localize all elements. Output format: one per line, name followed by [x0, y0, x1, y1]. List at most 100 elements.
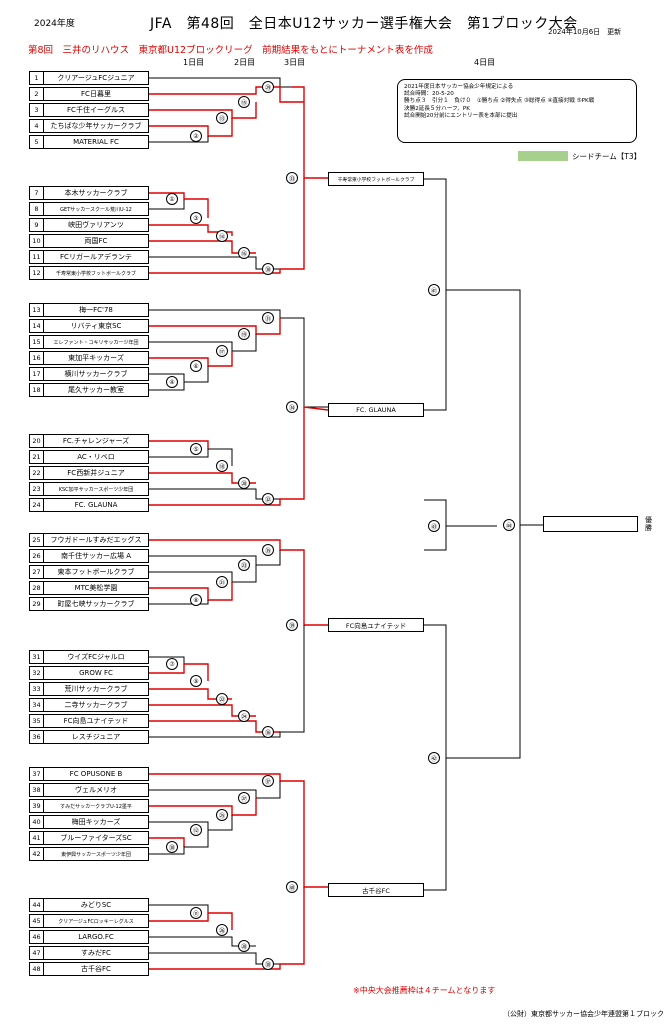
bracket-line [149, 663, 209, 681]
bracket-line [149, 192, 185, 199]
team-number: 16 [30, 352, 44, 364]
team-name: GETサッカースクール荒川U-12 [60, 206, 132, 213]
team-number: 27 [30, 566, 44, 578]
match-number: ㊳ [262, 958, 274, 970]
match-number: ⑨ [190, 675, 202, 687]
match-number: ㊵ [286, 881, 298, 893]
match-number: ㉗ [238, 792, 250, 804]
match-number: ㉔ [238, 710, 250, 722]
rules-line: 決勝2延長５分ハーフ、PK [404, 105, 470, 112]
bracket-line [149, 224, 233, 236]
team-name: 梅田キッカーズ [71, 818, 121, 826]
bracket-line [149, 600, 209, 605]
team-name: FCリガールアデランテ [60, 253, 132, 261]
bracket-line [149, 837, 185, 847]
team-number: 21 [30, 451, 44, 463]
team-number: 29 [30, 598, 44, 610]
team-name: 本木サッカークラブ [64, 189, 128, 197]
team-number: 25 [30, 534, 44, 546]
team-number: 12 [30, 267, 44, 279]
team-name: MATERIAL FC [73, 138, 119, 146]
bracket-line [149, 86, 304, 103]
team-number: 9 [30, 219, 44, 231]
team-name: たちばな少年サッカークラブ [50, 122, 142, 130]
team-number: 41 [30, 832, 44, 844]
match-number: ⑰ [216, 345, 228, 357]
team-number: 48 [30, 963, 44, 975]
team-number: 8 [30, 203, 44, 215]
team-number: 31 [30, 651, 44, 663]
team-name: 両国FC [84, 237, 108, 245]
bracket-line [424, 499, 464, 527]
team-name: みどりSC [80, 901, 112, 909]
team-number: 10 [30, 235, 44, 247]
team-number: 36 [30, 731, 44, 743]
team-name: すみだサッカークラブU-12墨平 [60, 803, 132, 810]
seed-legend-label: シードチーム【T3】 [572, 152, 642, 161]
team-name: FC西新井ジュニア [67, 469, 125, 477]
qualifier-box: 千寿常東小学校フットボールクラブ [328, 172, 424, 186]
team-number: 34 [30, 699, 44, 711]
day2-header: 2日目 [234, 58, 256, 67]
team-name: 尾久サッカー教室 [68, 386, 124, 394]
match-number: ⑧ [190, 594, 202, 606]
team-name: FC. GLAUNA [74, 501, 118, 509]
bracket-line [149, 178, 305, 274]
match-number: ㉝ [286, 172, 298, 184]
page-subtitle: 第8回 三井のリハウス 東京都U12ブロックリーグ 前期結果をもとにトーナメント… [28, 45, 433, 56]
match-number: ⑤ [190, 443, 202, 455]
match-number: ㉟ [262, 544, 274, 556]
bracket-line [149, 952, 280, 965]
team-number: 1 [30, 72, 44, 84]
match-number: ⑯ [238, 247, 250, 259]
match-number: ㊲ [262, 775, 274, 787]
match-number: ㉕ [216, 809, 228, 821]
team-number: 3 [30, 104, 44, 116]
team-number: 20 [30, 435, 44, 447]
match-number: ㉞ [286, 401, 298, 413]
team-name: レスチジュニア [71, 733, 121, 741]
team-number: 13 [30, 304, 44, 316]
bracket-line [149, 887, 305, 970]
team-name: 南千住サッカー広場 A [60, 552, 131, 560]
team-row: 8 GETサッカースクール荒川U-12 [29, 202, 149, 216]
match-number: ㉚ [166, 841, 178, 853]
match-number: ㊸ [428, 520, 440, 532]
match-number: ⑮ [238, 96, 250, 108]
updated-date: 2024年10月6日 更新 [548, 28, 622, 36]
match-number: ㉘ [238, 940, 250, 952]
bracket-line [464, 525, 521, 759]
seed-legend-swatch [518, 151, 568, 161]
day4-header: 4日目 [474, 58, 496, 67]
bracket-line [424, 290, 447, 411]
bracket-line [149, 136, 209, 143]
rules-line: 勝ち点３ 引分１ 負け０ ①勝ち点 ②得失点 ③総得点 ④直接対戦 ⑤PK戦 [404, 98, 595, 105]
qualifier-box: 古千谷FC [328, 883, 424, 897]
team-number: 35 [30, 715, 44, 727]
bracket-line [149, 781, 281, 799]
match-number: ⑥ [190, 360, 202, 372]
team-number: 38 [30, 784, 44, 796]
team-number: 45 [30, 915, 44, 927]
team-number: 15 [30, 336, 44, 348]
team-name: 東加平キッカーズ [68, 354, 124, 362]
team-row: 16 東加平キッカーズ [29, 351, 149, 365]
rules-line: 試合時間：20-5-20 [404, 91, 454, 98]
bracket-line [149, 539, 328, 626]
team-number: 32 [30, 667, 44, 679]
organizer-footer: （公財）東京都サッカー協会少年連盟第１ブロック [503, 1010, 664, 1018]
team-name: 古千谷FC [81, 965, 111, 973]
